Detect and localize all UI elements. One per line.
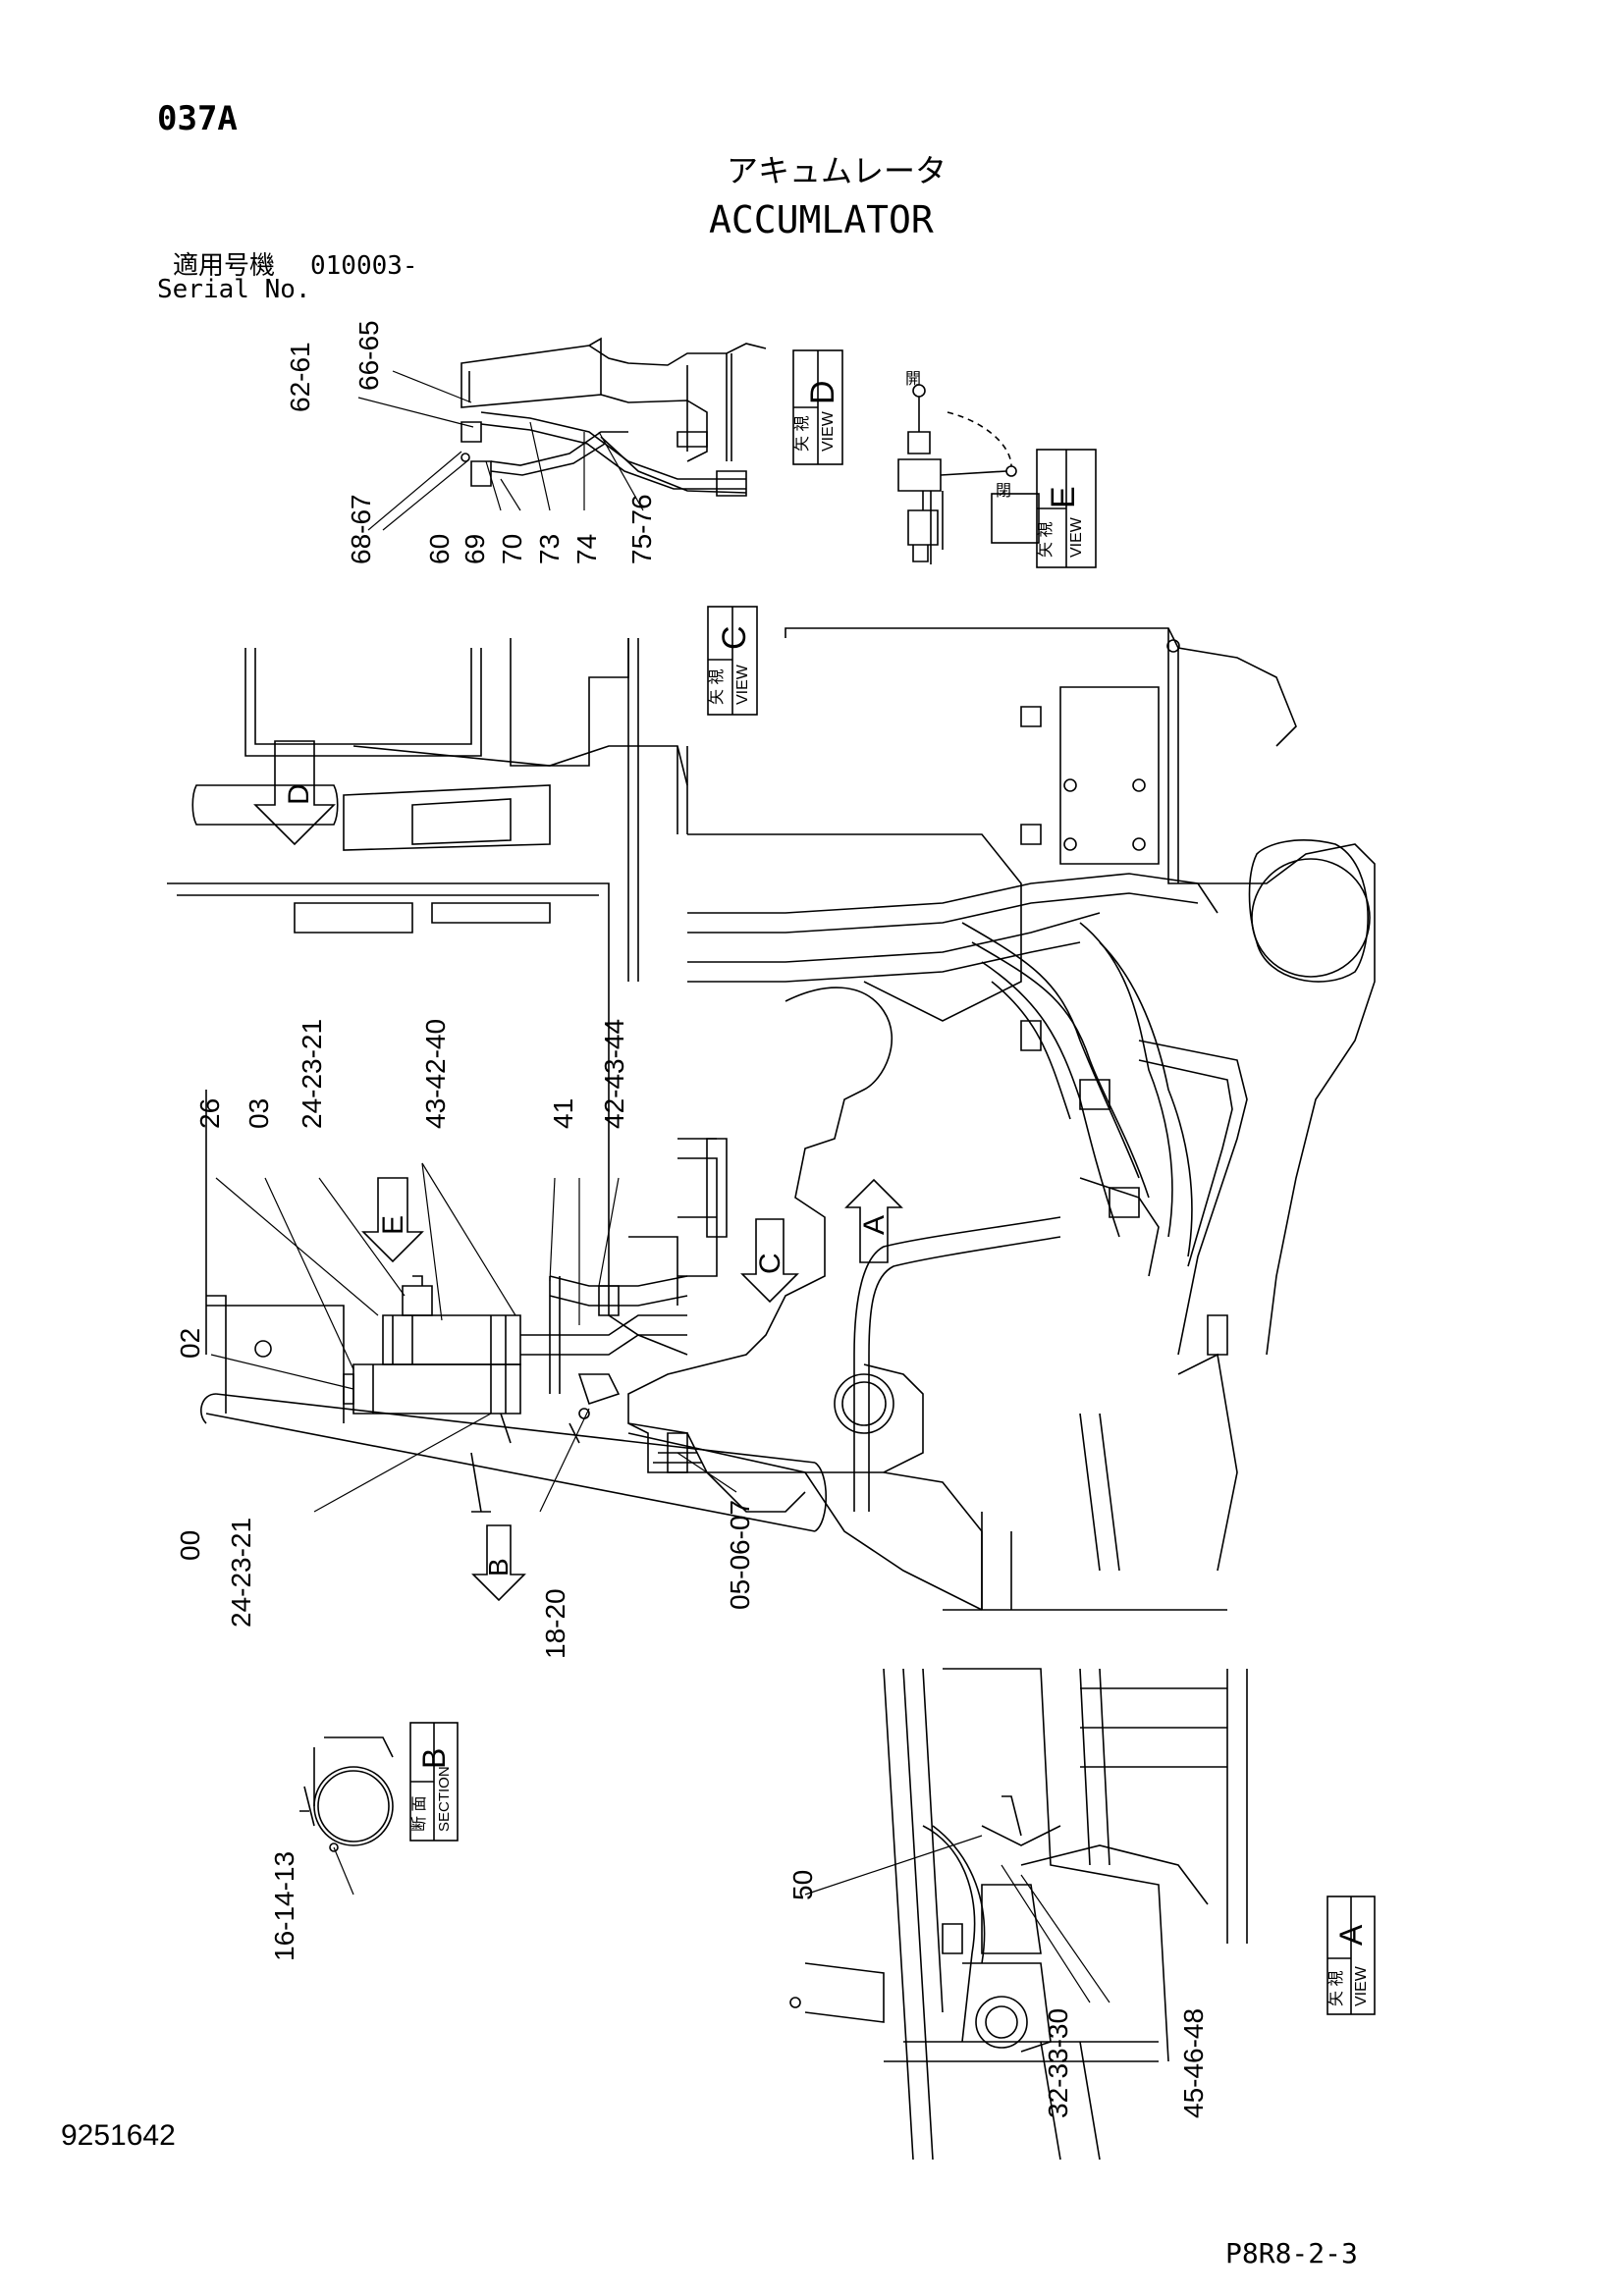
view-c-jp: 矢 視: [709, 668, 726, 705]
callout-75-76: 75-76: [626, 494, 657, 564]
view-a-en: VIEW: [1353, 1966, 1370, 2006]
callout-73: 73: [534, 533, 565, 564]
view-e-en: VIEW: [1068, 517, 1085, 558]
callout-62-61: 62-61: [285, 342, 315, 412]
upper-frame: [167, 627, 1376, 1356]
accumulator-assembly: [205, 1090, 718, 1423]
view-d-jp: 矢 視: [794, 415, 811, 452]
callout-32-33-30: 32-33-30: [1043, 2007, 1073, 2118]
arrow-a-letter: A: [858, 1214, 891, 1235]
leader-lines: [210, 370, 1110, 2003]
serial-label-english: Serial No.: [157, 275, 311, 304]
view-d-letter: D: [804, 380, 841, 404]
valve-closed-label: 閉: [996, 481, 1012, 500]
view-e-letter: E: [1045, 486, 1082, 508]
callout-69: 69: [460, 533, 490, 564]
large-cylinder: [200, 1393, 828, 1532]
callout-16-14-13: 16-14-13: [269, 1850, 299, 1961]
view-e-jp: 矢 視: [1038, 521, 1055, 558]
serial-value: 010003-: [310, 251, 418, 281]
callout-70: 70: [497, 533, 527, 564]
view-c-en: VIEW: [734, 665, 751, 705]
arrow-d-letter: D: [283, 783, 315, 805]
view-a-jp: 矢 視: [1328, 1970, 1345, 2006]
callout-60: 60: [424, 533, 455, 564]
section-b-jp: 断 面: [411, 1795, 428, 1832]
callout-74: 74: [571, 533, 602, 564]
hose-routing: [687, 873, 1248, 1572]
section-b-clamp: [299, 1736, 394, 1852]
callout-42-43-44: 42-43-44: [599, 1018, 629, 1129]
view-a-letter: A: [1333, 1924, 1369, 1946]
callout-41: 41: [548, 1097, 578, 1129]
callout-00: 00: [175, 1529, 205, 1561]
arrow-e-letter: E: [377, 1214, 409, 1235]
arrow-c-letter: C: [754, 1253, 786, 1274]
callout-24-23-21-bottom: 24-23-21: [226, 1517, 256, 1628]
callout-02: 02: [175, 1327, 205, 1359]
view-a-assembly: [789, 1668, 1248, 2161]
callout-43-42-40: 43-42-40: [420, 1018, 451, 1129]
arrow-b-letter: B: [483, 1558, 514, 1576]
document-number: 9251642: [61, 2119, 176, 2152]
callout-18-20: 18-20: [540, 1588, 570, 1659]
view-d-en: VIEW: [820, 411, 837, 452]
section-b-en: SECTION: [436, 1766, 453, 1832]
title-english: ACCUMLATOR: [709, 198, 934, 241]
sheet-reference: P8R8-2-3: [1225, 2237, 1358, 2269]
callout-05-06-07: 05-06-07: [725, 1499, 755, 1610]
view-e-valve: [897, 384, 1017, 564]
title-japanese: アキュムレータ: [727, 152, 947, 189]
callout-03: 03: [244, 1097, 274, 1129]
callout-50: 50: [787, 1869, 818, 1900]
page-code: 037A: [157, 99, 238, 138]
callout-68-67: 68-67: [346, 494, 376, 564]
callout-66-65: 66-65: [353, 320, 384, 391]
callout-24-23-21-top: 24-23-21: [297, 1018, 327, 1129]
callout-45-46-48: 45-46-48: [1178, 2007, 1209, 2118]
view-d-assembly: [460, 337, 767, 497]
callout-26: 26: [194, 1097, 225, 1129]
view-c-letter: C: [716, 625, 753, 650]
valve-open-label: 開: [905, 369, 922, 388]
serial-label-japanese: 適用号機: [173, 251, 276, 281]
lower-frame: [608, 987, 1227, 1611]
